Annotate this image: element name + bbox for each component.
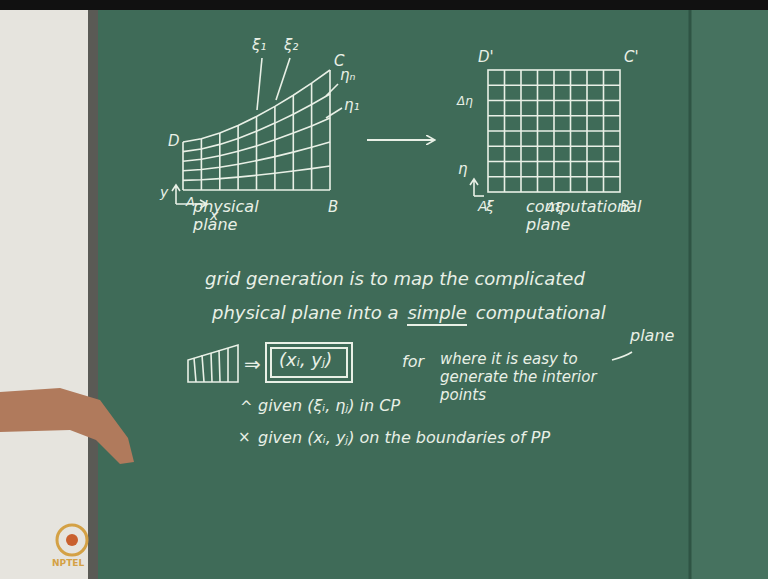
chalk-label: where it is easy to generate the interio… (440, 350, 620, 404)
physical-grid (172, 58, 342, 208)
sketch-hatch (194, 348, 228, 382)
xi-axis (474, 195, 484, 197)
logo-core (66, 534, 78, 546)
leader-line (326, 84, 338, 96)
chalk-label: simple (407, 302, 466, 326)
computational-grid (470, 70, 620, 196)
chalk-label: C' (624, 48, 639, 66)
hand (0, 388, 134, 464)
chalk-label: given (ξᵢ, ηⱼ) in CP (258, 396, 400, 415)
chalk-label: D (168, 132, 180, 150)
grid-plane: computational plane (440, 40, 640, 240)
grid-line (488, 85, 620, 177)
chalk-label: physical plane into a (212, 302, 398, 324)
chalk-label: η (458, 160, 468, 178)
grid-plane: physical plane (165, 40, 355, 240)
board-frame (88, 0, 98, 579)
chalk-label: y (160, 184, 168, 201)
chalk-label: plane (630, 326, 674, 345)
chalk-label: for (402, 352, 424, 371)
chalk-label: ξ₁ (252, 36, 266, 54)
mapping-arrow (367, 139, 434, 141)
sketch-outline (188, 345, 238, 382)
expression-text: (xᵢ, yⱼ) (279, 350, 339, 371)
chalk-label: ⇒ (244, 352, 261, 376)
chalk-label: × (238, 428, 251, 446)
y-axis (172, 185, 180, 204)
chalk-label: D' (478, 48, 494, 66)
grid-border (488, 70, 620, 192)
eta-axis (470, 179, 478, 196)
chalk-label: ηₙ (340, 66, 356, 84)
leader-line (257, 58, 262, 110)
logo-ring (57, 525, 87, 555)
chalk-label: ^ (240, 398, 253, 416)
chalk-label: B (328, 198, 338, 216)
plane-caption: computational plane (526, 198, 656, 235)
logo-text: NPTEL (52, 558, 84, 569)
plane-caption: physical plane (193, 198, 283, 235)
chalk-label: Δη (457, 94, 473, 108)
chalk-label: ξ₂ (284, 36, 298, 54)
hand-shape (0, 388, 134, 464)
chalk-label: grid generation is to map the complicate… (205, 268, 585, 290)
chalk-label: given (xᵢ, yⱼ) on the boundaries of PP (258, 428, 550, 447)
leader-line (326, 108, 342, 118)
chalk-label: ξ (486, 198, 494, 215)
top-bar (0, 0, 768, 10)
chalk-label: η₁ (344, 96, 360, 114)
panel-edge (689, 0, 692, 579)
leader-line (276, 58, 290, 100)
chalk-label: computational (476, 302, 606, 324)
grid-line (183, 70, 330, 190)
boxed-expression: (xᵢ, yⱼ) (265, 342, 353, 383)
board-panel (690, 0, 768, 579)
wall (0, 0, 90, 579)
nptel-logo (57, 525, 87, 555)
leader-line (612, 352, 632, 360)
